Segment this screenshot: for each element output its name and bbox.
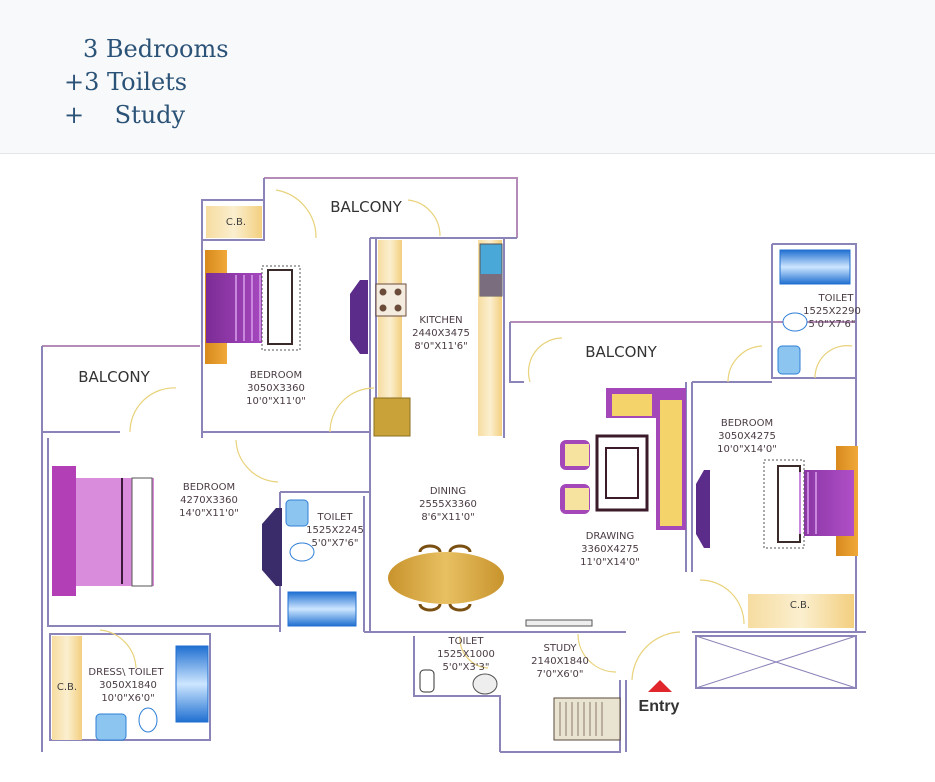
label-toilet-mid: TOILET 1525X2245 5'0"X7'6"	[306, 512, 364, 549]
label-bedroom-right: BEDROOM 3050X4275 10'0"X14'0"	[717, 418, 777, 455]
wardrobe-left	[262, 508, 282, 586]
bed-left	[52, 466, 154, 596]
svg-text:C.B.: C.B.	[57, 682, 77, 693]
svg-text:2140X1840: 2140X1840	[531, 656, 589, 667]
svg-text:4270X3360: 4270X3360	[180, 495, 238, 506]
wardrobe-top	[350, 280, 368, 354]
sofa-set	[560, 388, 686, 530]
svg-text:5'0"X3'3": 5'0"X3'3"	[443, 662, 490, 673]
dining-table	[388, 544, 504, 612]
label-toilet-small: TOILET 1525X1000 5'0"X3'3"	[437, 636, 495, 673]
label-balcony-top: BALCONY	[330, 198, 402, 216]
svg-text:STUDY: STUDY	[543, 643, 577, 654]
svg-text:C.B.: C.B.	[790, 600, 810, 611]
svg-text:DRAWING: DRAWING	[586, 531, 635, 542]
svg-text:2555X3360: 2555X3360	[419, 499, 477, 510]
svg-text:10'0"X14'0": 10'0"X14'0"	[717, 444, 777, 455]
entry-label: Entry	[639, 698, 680, 715]
bed-top	[205, 250, 301, 364]
label-drawing: DRAWING 3360X4275 11'0"X14'0"	[580, 531, 640, 568]
svg-text:BEDROOM: BEDROOM	[250, 370, 302, 381]
feature-toilets: +3 Toilets	[64, 68, 188, 96]
entry-arrow-icon	[648, 680, 672, 692]
svg-text:11'0"X14'0": 11'0"X14'0"	[580, 557, 640, 568]
svg-text:7'0"X6'0": 7'0"X6'0"	[537, 669, 584, 680]
cupboard-right: C.B.	[748, 594, 854, 628]
svg-text:BEDROOM: BEDROOM	[721, 418, 773, 429]
doors	[99, 189, 853, 681]
svg-text:5'0"X7'6": 5'0"X7'6"	[809, 319, 856, 330]
svg-text:TOILET: TOILET	[818, 293, 855, 304]
feature-study: + Study	[64, 101, 186, 129]
svg-text:3050X1840: 3050X1840	[99, 680, 157, 691]
svg-text:8'6"X11'0": 8'6"X11'0"	[421, 512, 474, 523]
svg-text:KITCHEN: KITCHEN	[419, 315, 462, 326]
label-dress-toilet: DRESS\ TOILET 3050X1840 10'0"X6'0"	[88, 667, 164, 704]
bathtub-dress	[175, 645, 209, 723]
wardrobe-right	[696, 470, 710, 548]
svg-text:BEDROOM: BEDROOM	[183, 482, 235, 493]
label-balcony-left: BALCONY	[78, 368, 150, 386]
study-desk	[553, 697, 621, 741]
washbasins	[95, 312, 808, 741]
label-dining: DINING 2555X3360 8'6"X11'0"	[419, 486, 477, 523]
svg-text:C.B.: C.B.	[226, 217, 246, 228]
svg-text:1525X2290: 1525X2290	[803, 306, 861, 317]
label-bedroom-top: BEDROOM 3050X3360 10'0"X11'0"	[246, 370, 306, 407]
bathtub-toilet-right	[779, 249, 851, 285]
feature-bedrooms: 3 Bedrooms	[83, 35, 229, 63]
svg-text:TOILET: TOILET	[317, 512, 354, 523]
svg-text:DINING: DINING	[430, 486, 466, 497]
bathtub-toilet-mid	[287, 591, 357, 627]
svg-text:5'0"X7'6": 5'0"X7'6"	[312, 538, 359, 549]
svg-text:3360X4275: 3360X4275	[581, 544, 639, 555]
kitchen-counters	[373, 240, 503, 437]
cupboard-dress: C.B.	[52, 636, 82, 740]
svg-text:1525X2245: 1525X2245	[306, 525, 364, 536]
svg-text:10'0"X11'0": 10'0"X11'0"	[246, 396, 306, 407]
label-kitchen: KITCHEN 2440X3475 8'0"X11'6"	[412, 315, 470, 352]
label-bedroom-left: BEDROOM 4270X3360 14'0"X11'0"	[179, 482, 239, 519]
svg-text:3050X3360: 3050X3360	[247, 383, 305, 394]
label-toilet-right: TOILET 1525X2290 5'0"X7'6"	[803, 293, 861, 330]
svg-text:8'0"X11'6": 8'0"X11'6"	[414, 341, 467, 352]
label-study: STUDY 2140X1840 7'0"X6'0"	[531, 643, 589, 680]
svg-text:3050X4275: 3050X4275	[718, 431, 776, 442]
svg-text:10'0"X6'0": 10'0"X6'0"	[101, 693, 154, 704]
svg-text:TOILET: TOILET	[448, 636, 485, 647]
svg-text:14'0"X11'0": 14'0"X11'0"	[179, 508, 239, 519]
svg-text:DRESS\ TOILET: DRESS\ TOILET	[88, 667, 164, 678]
svg-text:2440X3475: 2440X3475	[412, 328, 470, 339]
bed-right	[763, 446, 858, 556]
svg-text:1525X1000: 1525X1000	[437, 649, 495, 660]
header-panel: 3 Bedrooms +3 Toilets + Study	[0, 0, 935, 154]
cupboard-top: C.B.	[206, 206, 262, 238]
tv-unit	[525, 619, 593, 627]
label-balcony-mid: BALCONY	[585, 343, 657, 361]
